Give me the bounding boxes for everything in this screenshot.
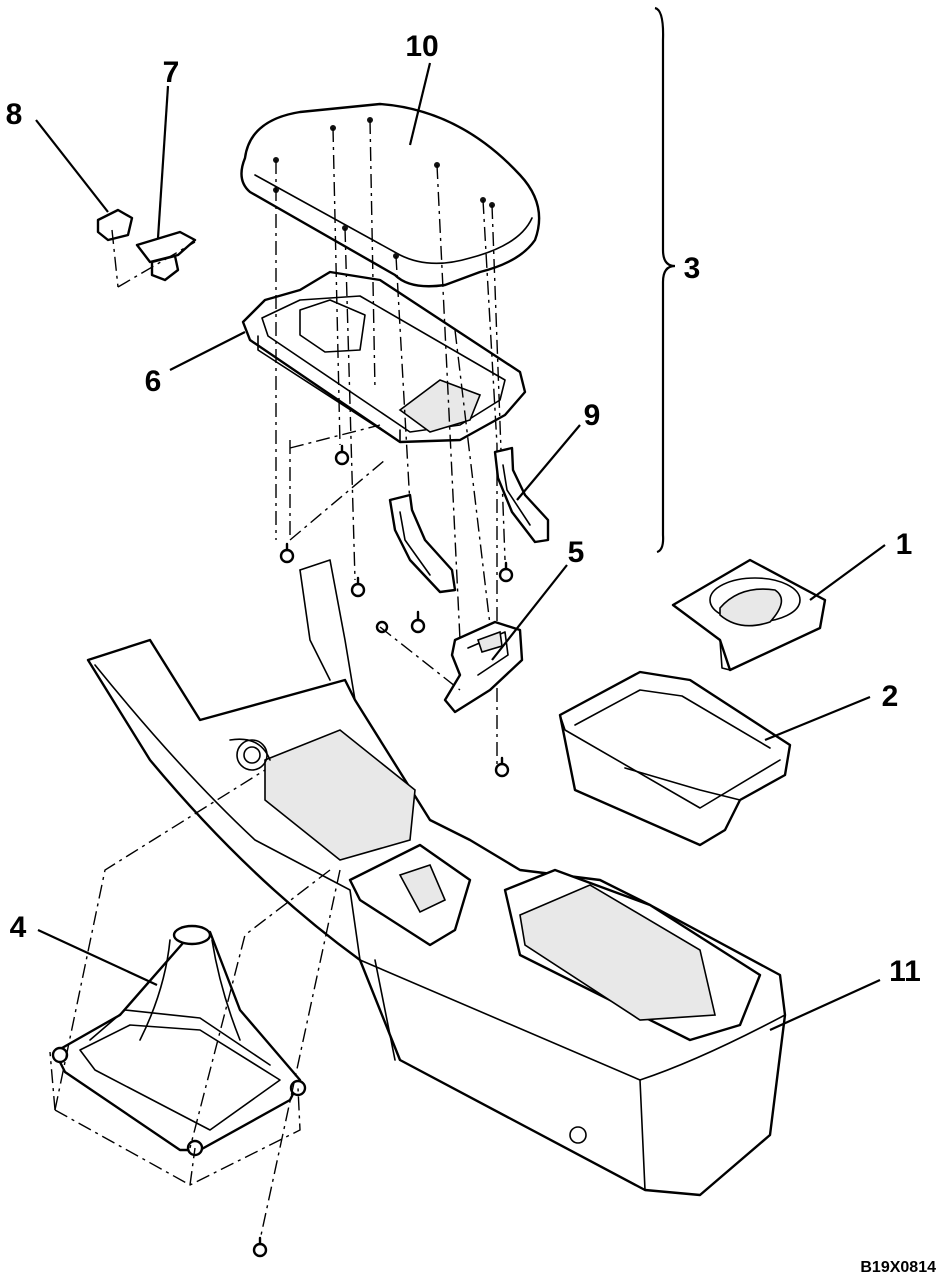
- callout-10: 10: [405, 30, 438, 63]
- retainer-clip: [117, 230, 197, 288]
- callout-7: 7: [163, 56, 180, 89]
- leader-lines: [35, 62, 886, 1032]
- callout-6: 6: [145, 365, 162, 398]
- armrest-lid: [240, 102, 541, 288]
- figure-id: B19X0814: [860, 1259, 936, 1276]
- armrest-base: [241, 270, 527, 444]
- screws: [252, 444, 514, 1258]
- hinge-bracket: [388, 446, 550, 594]
- bumper-stop: [96, 208, 134, 288]
- armrest-dashed-lines: [275, 119, 506, 765]
- callout-1: 1: [896, 528, 913, 561]
- callout-4: 4: [10, 911, 27, 944]
- cup-holder: [671, 558, 827, 672]
- center-console: [86, 559, 787, 1197]
- callout-labels: 10 7 8 3 6 9 5 1 2 4 11: [6, 30, 921, 988]
- callout-2: 2: [882, 680, 899, 713]
- shift-boot: [49, 769, 341, 1241]
- latch-bracket: [379, 620, 524, 714]
- callout-11: 11: [889, 955, 921, 988]
- group-bracket: [654, 6, 676, 554]
- callout-3: 3: [684, 252, 701, 285]
- storage-bin: [558, 670, 792, 847]
- callout-9: 9: [584, 399, 601, 432]
- callout-5: 5: [568, 536, 585, 569]
- callout-8: 8: [6, 98, 23, 131]
